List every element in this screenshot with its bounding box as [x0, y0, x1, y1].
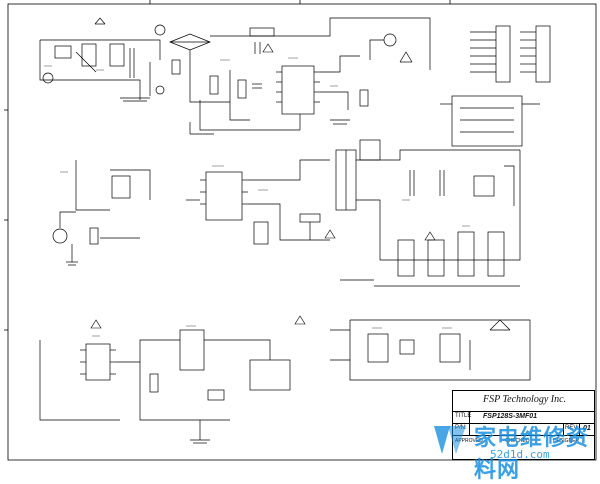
- designer-label: DESIGNER: [553, 438, 580, 444]
- company-name: FSP Technology Inc.: [483, 394, 567, 405]
- rev-value: 01: [583, 425, 591, 432]
- pwm-controller-block: [189, 17, 431, 135]
- ac-input-emi-block: [39, 17, 230, 103]
- component-label-marks: [44, 57, 470, 337]
- watermark-url: 52d1d.com: [490, 448, 550, 461]
- title-value: FSP128S-3MF01: [483, 413, 538, 420]
- checked-label: CHECKED: [505, 438, 530, 444]
- standby-converter-block: [39, 329, 291, 444]
- title-label: TITLE: [455, 413, 472, 419]
- output-rectifier-block: [340, 150, 521, 287]
- protection-circuit-block: [330, 319, 531, 381]
- rev-label: REV: [565, 425, 578, 431]
- title-block: FSP Technology Inc. TITLE FSP128S-3MF01 …: [452, 390, 595, 460]
- standby-feedback-block: [52, 160, 151, 266]
- output-connectors-block: [440, 25, 551, 147]
- flyback-transformer-block: [186, 139, 520, 260]
- sheet-border: [4, 0, 597, 461]
- approved-label: APPROVED: [455, 438, 483, 444]
- schematic-sheet: [4, 0, 597, 461]
- caution-triangles: [90, 43, 436, 329]
- watermark-logo-icon: [434, 426, 466, 454]
- site-watermark: 家电维修资料网 52d1d.com: [430, 416, 600, 483]
